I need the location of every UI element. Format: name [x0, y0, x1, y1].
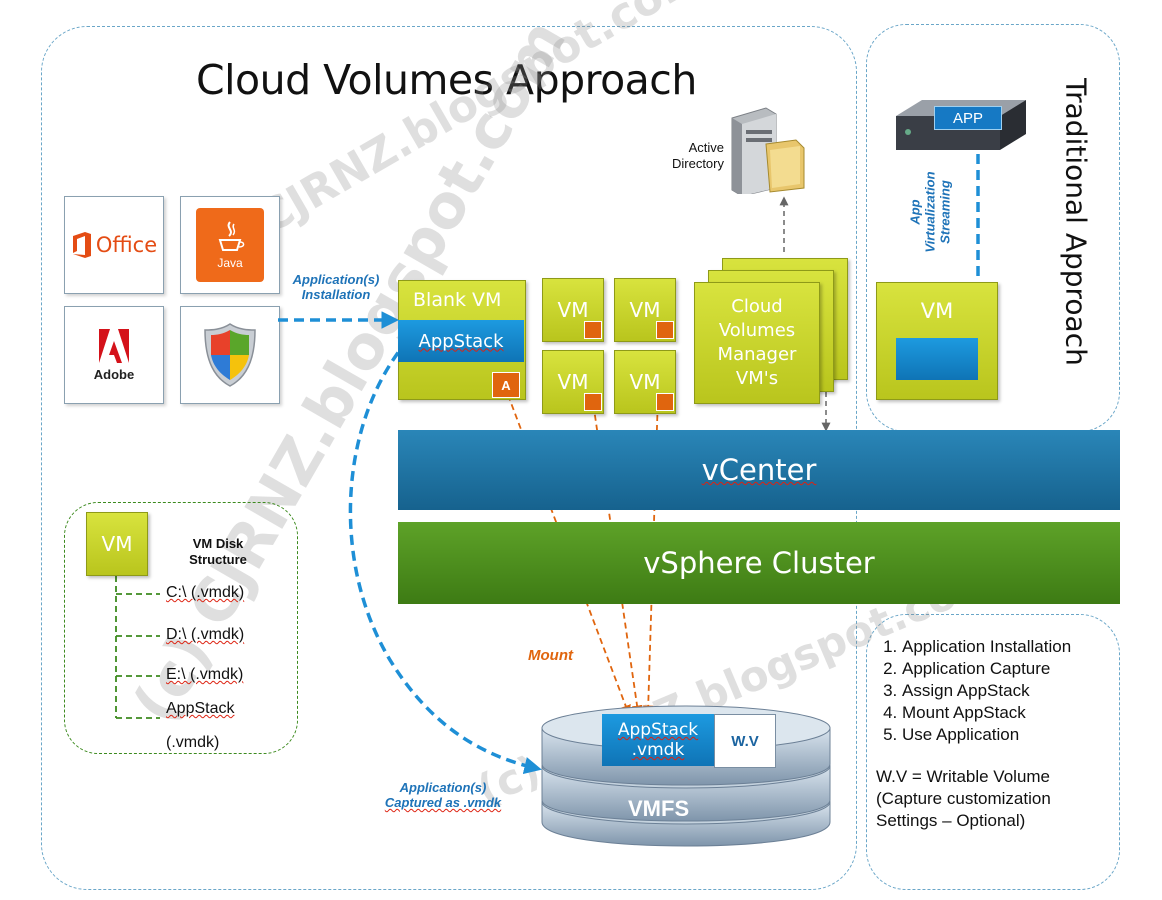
note-line: (Capture customization [876, 789, 1051, 808]
vmfs-label: VMFS [628, 796, 690, 821]
disk-item-label: AppStack [166, 700, 235, 717]
appstack-badge: A [492, 372, 520, 398]
appstack-badge-label: A [501, 377, 511, 393]
active-directory-label-line: Active [688, 140, 724, 155]
mount-arrow [507, 394, 631, 717]
manager-label-line: VM's [735, 368, 779, 389]
disk-tree-lines [115, 576, 160, 719]
installation-label-line: Application(s) [292, 272, 380, 287]
page-title: Cloud Volumes Approach [196, 56, 697, 104]
installation-label-line: Installation [301, 287, 371, 302]
streaming-label: App Virtualization Streaming [908, 171, 953, 252]
vsphere-bar: vSphere Cluster [398, 522, 1120, 604]
app-block-label: APP [952, 109, 983, 127]
office-logo: Office [71, 232, 157, 258]
vm-appstack-badge [656, 321, 674, 339]
active-directory-label: Active Directory [652, 140, 724, 172]
office-tile: Office [64, 196, 164, 294]
installation-label: Application(s) Installation [286, 272, 386, 302]
writable-volume-label: W.V [731, 732, 759, 750]
vm-box: VM [614, 278, 676, 342]
step-item: Assign AppStack [902, 680, 1116, 702]
office-label: Office [95, 233, 158, 257]
streamed-app-block [896, 338, 978, 380]
active-directory-label-line: Directory [671, 156, 724, 171]
streaming-label-line: Virtualization [922, 171, 938, 253]
vcenter-bar: vCenter [398, 430, 1120, 510]
java-label: Java [217, 256, 243, 270]
adobe-icon [98, 328, 129, 363]
mount-label: Mount [528, 647, 573, 664]
cloud-volumes-manager: Cloud Volumes Manager VM's [694, 282, 820, 404]
vmfs-appstack-block: AppStack .vmdk [602, 714, 714, 766]
captured-label: Application(s) Captured as .vmdk [378, 780, 508, 810]
blank-vm-label: Blank VM [413, 289, 502, 311]
appstack-label: AppStack [418, 330, 504, 352]
adobe-tile: Adobe [64, 306, 164, 404]
java-tile: Java [180, 196, 280, 294]
vm-appstack-badge [656, 393, 674, 411]
notes: W.V = Writable Volume (Capture customiza… [876, 766, 1112, 832]
disk-structure-title-line: Structure [189, 552, 247, 567]
vm-appstack-badge [584, 321, 602, 339]
vm-appstack-badge [584, 393, 602, 411]
disk-item: AppStack [166, 700, 234, 718]
disk-item: (.vmdk) [166, 734, 219, 752]
disk-item: C:\ (.vmdk) [166, 584, 244, 602]
captured-label-line: Application(s) [399, 780, 487, 795]
step-item: Use Application [902, 724, 1116, 746]
note-line: W.V = Writable Volume [876, 767, 1051, 786]
java-cup-icon [218, 221, 245, 251]
step-item: Application Capture [902, 658, 1116, 680]
appstack-block: AppStack [398, 320, 524, 362]
disk-item-label: E:\ (.vmdk) [166, 666, 244, 683]
adobe-logo: Adobe [93, 328, 135, 382]
streaming-label-line: Streaming [937, 180, 953, 244]
adobe-label: Adobe [93, 366, 135, 382]
disk-structure-panel [64, 502, 298, 754]
disk-item-label: C:\ (.vmdk) [166, 584, 245, 601]
vsphere-label: vSphere Cluster [643, 546, 875, 580]
capture-arrow [348, 338, 542, 775]
disk-item: D:\ (.vmdk) [166, 626, 244, 644]
vm-label: VM [557, 298, 589, 322]
active-directory-server-icon [731, 107, 805, 194]
manager-label-line: Volumes [718, 320, 796, 341]
office-icon [72, 232, 91, 258]
windows-shield-tile [180, 306, 280, 404]
traditional-vm-label: VM [920, 299, 954, 323]
vm-label: VM [557, 370, 589, 394]
manager-label-line: Cloud [731, 296, 783, 317]
vm-label: VM [629, 370, 661, 394]
java-logo: Java [196, 208, 264, 282]
writable-volume-block: W.V [714, 714, 776, 768]
disk-vm-label: VM [101, 532, 133, 556]
vm-label: VM [629, 298, 661, 322]
disk-vm-box: VM [86, 512, 148, 576]
manager-label-line: Manager [717, 344, 797, 365]
app-block: APP [934, 106, 1002, 130]
steps-list: Application Installation Application Cap… [872, 636, 1116, 746]
step-item: Mount AppStack [902, 702, 1116, 724]
disk-structure-title: VM Disk Structure [176, 536, 260, 568]
vmfs-appstack-line: AppStack [617, 720, 699, 740]
disk-item: E:\ (.vmdk) [166, 666, 243, 684]
vcenter-label: vCenter [701, 453, 817, 487]
captured-label-line: Captured as .vmdk [384, 795, 502, 810]
note-line: Settings – Optional) [876, 811, 1026, 830]
disk-structure-title-line: VM Disk [192, 536, 244, 551]
steps-panel [866, 614, 1120, 890]
disk-item-label: D:\ (.vmdk) [166, 626, 245, 643]
streaming-label-line: App [907, 199, 923, 225]
windows-shield-icon [204, 323, 256, 387]
vmfs-appstack-line: .vmdk [631, 740, 685, 760]
disk-item-label: (.vmdk) [166, 734, 220, 751]
step-item: Application Installation [902, 636, 1116, 658]
